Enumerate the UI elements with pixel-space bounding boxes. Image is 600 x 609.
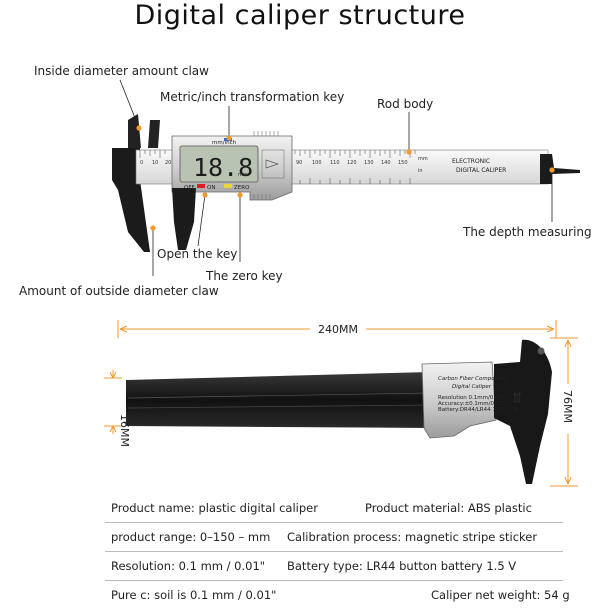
scale-label-110: 110 xyxy=(330,160,340,166)
inside-claw-slider xyxy=(148,120,160,148)
side-label-line3: Resolution 0.1mm/0.01" xyxy=(438,395,505,401)
on-label: ON xyxy=(207,185,215,191)
specs-table: Product name: plastic digital caliper Pr… xyxy=(105,494,570,609)
callout-lines xyxy=(119,79,553,276)
callout-outside-claw: Amount of outside diameter claw xyxy=(19,284,219,298)
callout-depth: The depth measuring xyxy=(462,225,592,239)
side-label-line5: Battery:DR44/LR44 1.5V xyxy=(438,407,505,413)
scale-unit-in: in xyxy=(418,168,423,174)
spec-row: product range: 0–150 – mm Calibration pr… xyxy=(105,523,563,552)
callout-inside-claw: Inside diameter amount claw xyxy=(34,64,209,78)
moving-jaw xyxy=(172,188,196,250)
scale-label-130: 130 xyxy=(364,160,374,166)
inside-claw-fixed xyxy=(128,114,141,148)
page-title: Digital caliper structure xyxy=(134,0,466,31)
recycle-bin-icon xyxy=(513,391,521,404)
rod-scale-ticks xyxy=(139,150,416,184)
side-label-line2: Digital Caliper xyxy=(452,384,492,390)
callout-zero-key: The zero key xyxy=(205,269,283,283)
off-label: OFF xyxy=(184,185,195,191)
spec-material: Product material: ABS plastic xyxy=(365,501,532,515)
depth-rod xyxy=(540,154,580,184)
lcd-unit: mm xyxy=(238,172,248,178)
on-off-button[interactable] xyxy=(197,184,205,188)
spec-row: Pure c: soil is 0.1 mm / 0.01" Caliper n… xyxy=(105,581,570,609)
slider-panel xyxy=(261,149,285,179)
callout-open-key: Open the key xyxy=(157,247,237,261)
spec-range: product range: 0–150 – mm xyxy=(111,530,271,544)
length-dimension xyxy=(117,320,557,338)
side-slider xyxy=(421,361,497,439)
scale-label-20: 20 xyxy=(165,160,171,166)
spec-calibration: Calibration process: magnetic stripe sti… xyxy=(287,530,538,544)
scale-label-10: 10 xyxy=(152,160,158,166)
scale-label-120: 120 xyxy=(347,160,357,166)
scale-label-150: 150 xyxy=(398,160,408,166)
callout-metric-key: Metric/inch transformation key xyxy=(160,90,344,104)
scale-label-100: 100 xyxy=(312,160,322,166)
ce-mark: CE xyxy=(511,407,519,413)
scale-label-90: 90 xyxy=(296,160,302,166)
callout-dots xyxy=(136,125,555,231)
fixed-jaw xyxy=(112,148,150,252)
side-jaw xyxy=(494,339,552,484)
callout-rod-body: Rod body xyxy=(377,97,433,111)
length-label: 240MM xyxy=(318,323,358,336)
spec-accuracy: Pure c: soil is 0.1 mm / 0.01" xyxy=(111,588,277,602)
depth-dimension xyxy=(550,337,578,487)
spec-row: Resolution: 0.1 mm / 0.01" Battery type:… xyxy=(105,552,563,581)
scale-label-0: 0 xyxy=(140,160,143,166)
scale-unit-mm: mm xyxy=(418,156,428,162)
zero-button[interactable] xyxy=(224,184,232,188)
mm-inch-text: mm/inch xyxy=(212,140,237,146)
play-icon xyxy=(265,159,280,169)
lcd-screen xyxy=(179,145,259,183)
jaw-hole xyxy=(537,347,545,355)
brand-line-2: DIGITAL CALIPER xyxy=(456,167,506,174)
depth-label: 76MM xyxy=(561,390,574,423)
lcd-reading: 18.8 xyxy=(193,153,253,182)
side-label-line4: Accuracy:±0.1mm/0.01" xyxy=(438,401,505,407)
side-rod xyxy=(126,372,430,428)
side-label-line1: Carbon Fiber Composites xyxy=(438,376,507,382)
scale-label-140: 140 xyxy=(381,160,391,166)
brand-line-1: ELECTRONIC xyxy=(452,158,490,165)
spec-weight: Caliper net weight: 54 g xyxy=(431,588,570,602)
spec-battery: Battery type: LR44 button battery 1.5 V xyxy=(287,559,517,573)
spec-resolution: Resolution: 0.1 mm / 0.01" xyxy=(111,559,266,573)
zero-label: ZERO xyxy=(234,185,250,191)
thumb-wheel xyxy=(253,131,279,200)
spec-product-name: Product name: plastic digital caliper xyxy=(111,501,318,515)
spec-row: Product name: plastic digital caliper Pr… xyxy=(105,494,563,523)
height-dimension xyxy=(104,370,122,434)
